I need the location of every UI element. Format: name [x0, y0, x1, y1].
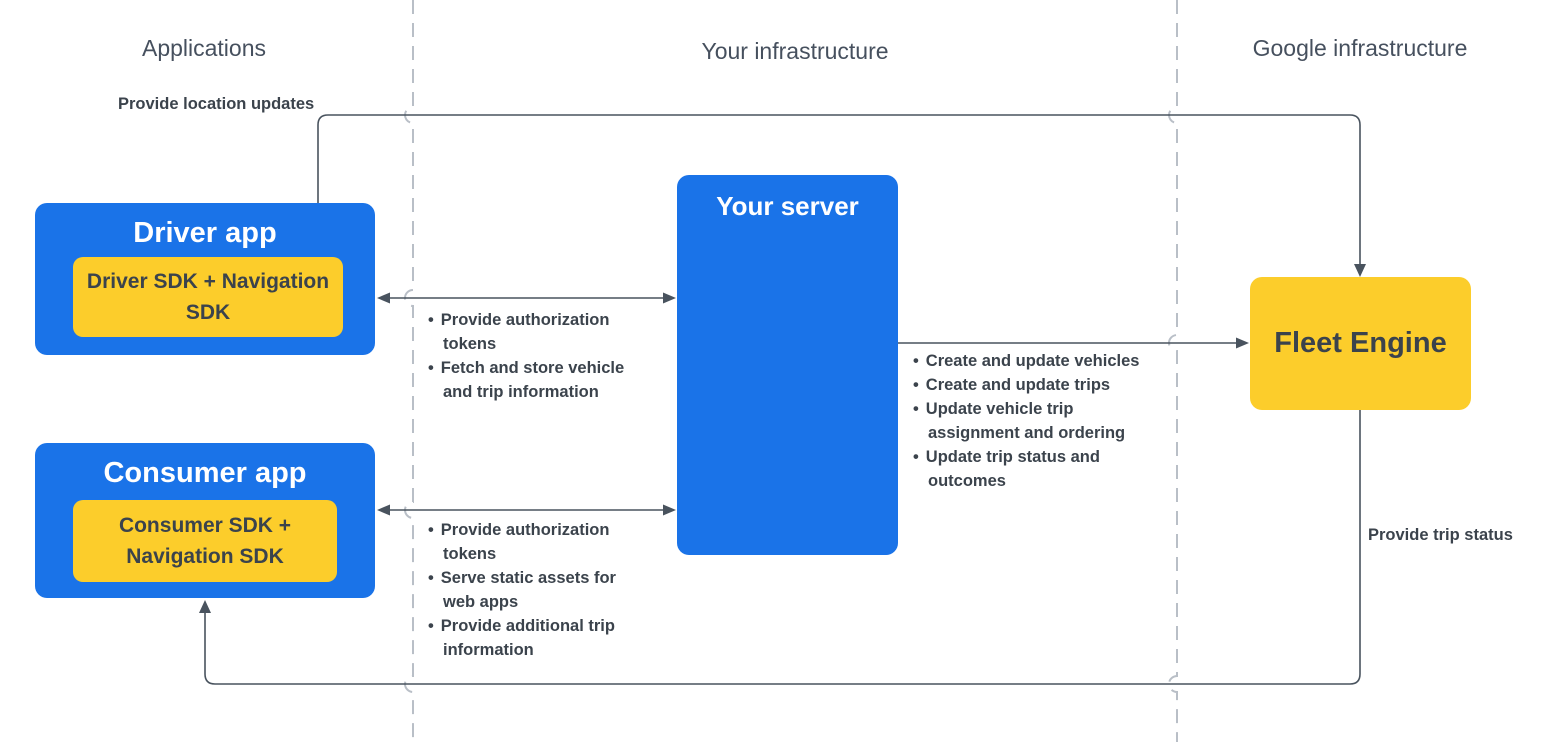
server-fleet-notes: Create and update vehiclesCreate and upd… [913, 349, 1165, 493]
driver-app-title: Driver app [133, 217, 277, 249]
consumer-sdk-box: Consumer SDK + Navigation SDK [73, 500, 337, 582]
bullet-item: Update trip status and outcomes [913, 445, 1165, 493]
bullet-item: Serve static assets for web apps [428, 566, 624, 614]
your-server-node: Your server [677, 175, 898, 555]
consumer-server-notes: Provide authorization tokensServe static… [428, 518, 624, 662]
column-divider-right [1168, 0, 1178, 742]
driver-sdk-box: Driver SDK + Navigation SDK [73, 257, 343, 337]
column-divider-left [404, 0, 414, 742]
your-server-title: Your server [716, 191, 859, 221]
bullet-item: Update vehicle trip assignment and order… [913, 397, 1165, 445]
bullet-item: Create and update vehicles [913, 349, 1165, 373]
header-your-infrastructure: Your infrastructure [701, 38, 889, 64]
bullet-item: Fetch and store vehicle and trip informa… [428, 356, 650, 404]
header-google-infrastructure: Google infrastructure [1252, 35, 1468, 61]
bullet-item: Create and update trips [913, 373, 1165, 397]
provide-trip-status-label: Provide trip status [1368, 526, 1513, 544]
bullet-item: Provide additional trip information [428, 614, 624, 662]
driver-server-notes: Provide authorization tokensFetch and st… [428, 308, 650, 404]
consumer-server-arrow [377, 504, 676, 516]
bullet-item: Provide authorization tokens [428, 518, 624, 566]
fleet-engine-node: Fleet Engine [1250, 277, 1471, 410]
bullet-item: Provide authorization tokens [428, 308, 650, 356]
header-applications: Applications [141, 35, 267, 61]
server-fleet-arrow [898, 337, 1249, 349]
provide-location-updates-label: Provide location updates [118, 95, 315, 113]
driver-server-arrow [377, 292, 676, 304]
consumer-app-title: Consumer app [103, 457, 307, 489]
